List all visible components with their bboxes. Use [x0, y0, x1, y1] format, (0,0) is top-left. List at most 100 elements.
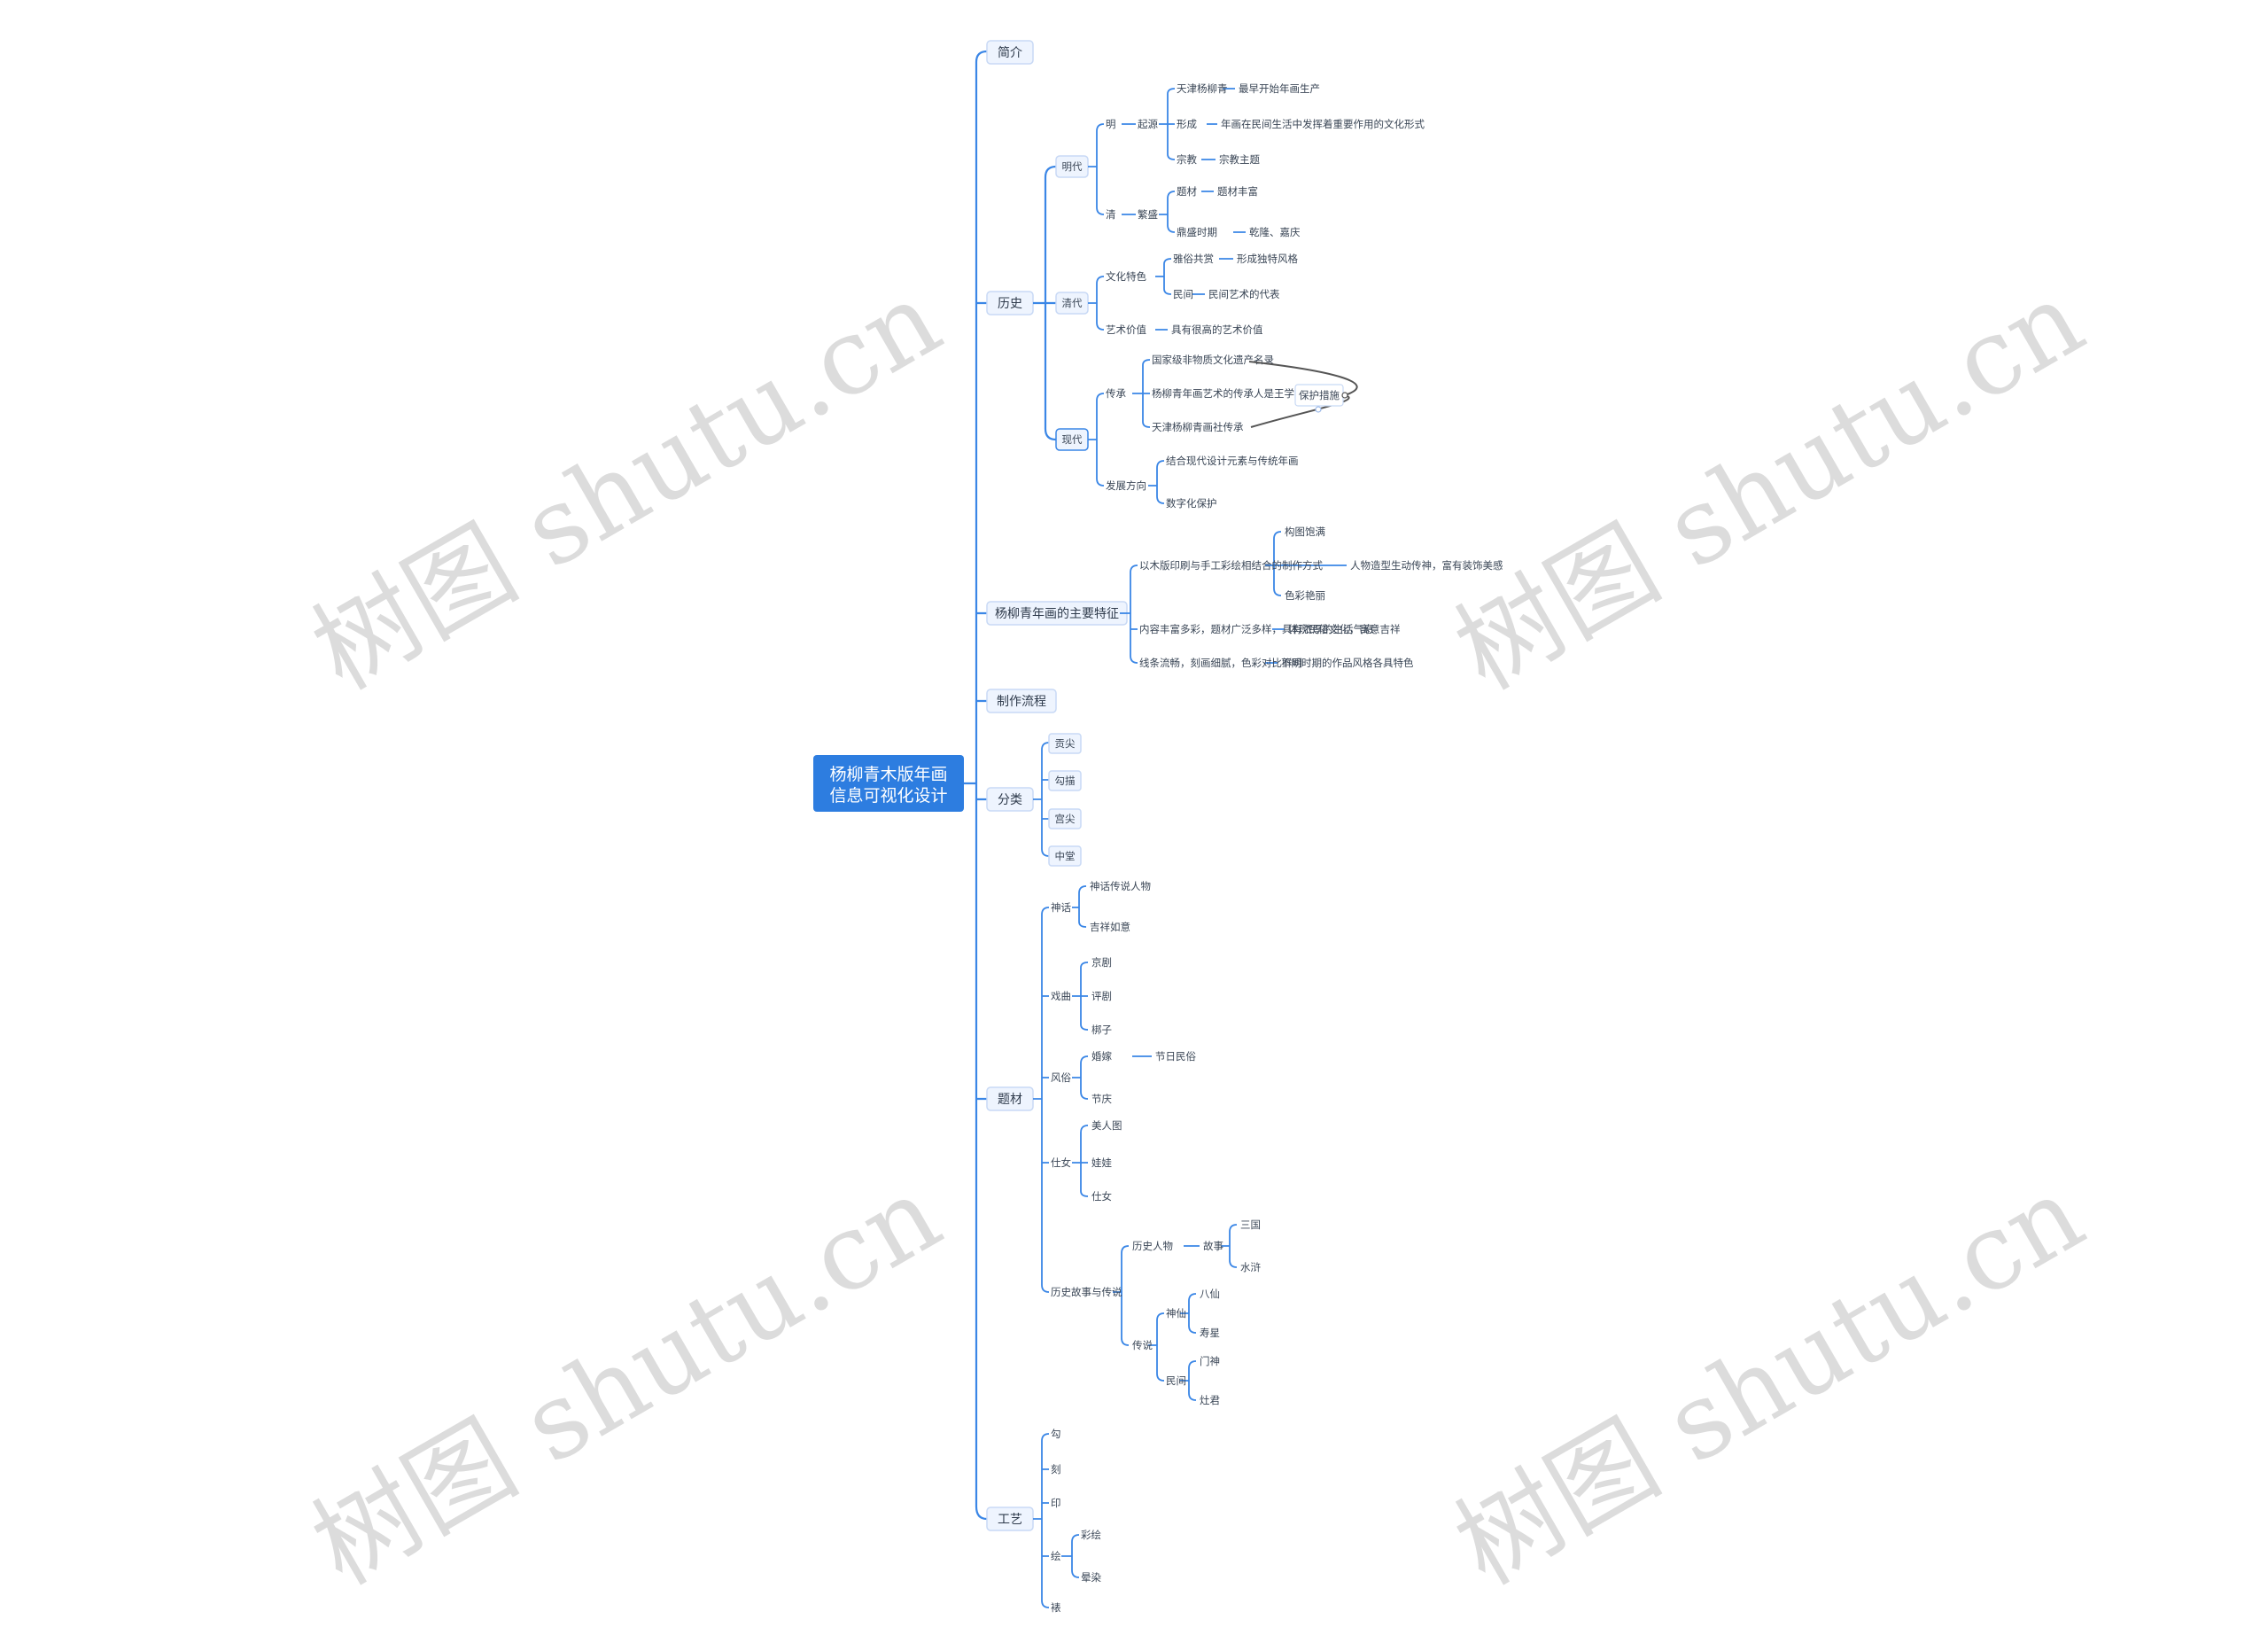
- feature-2b[interactable]: 体现民俗文化，寓意吉祥: [1288, 623, 1401, 635]
- ming-item-b3[interactable]: 宗教主题: [1219, 153, 1260, 166]
- qing-prosper[interactable]: 繁盛: [1138, 208, 1158, 221]
- subject-opera-2[interactable]: 评剧: [1091, 990, 1112, 1002]
- subject-custom-1[interactable]: 婚嫁: [1091, 1050, 1112, 1063]
- branch-history[interactable]: 历史: [986, 291, 1034, 315]
- ming-item-b1[interactable]: 最早开始年画生产: [1239, 82, 1320, 95]
- subject-opera-1[interactable]: 京剧: [1091, 956, 1112, 969]
- subject-history-b2[interactable]: 民间: [1166, 1374, 1186, 1387]
- branch-subject[interactable]: 题材: [986, 1086, 1034, 1111]
- ming-origin[interactable]: 起源: [1138, 118, 1158, 130]
- relation-handle[interactable]: [1341, 392, 1348, 399]
- category-1[interactable]: 贡尖: [1048, 733, 1082, 754]
- svg-text:现代: 现代: [1062, 433, 1083, 446]
- svg-text:宫尖: 宫尖: [1055, 813, 1076, 825]
- svg-text:勾描: 勾描: [1055, 775, 1076, 787]
- modern-inherit-2[interactable]: 杨柳青年画艺术的传承人是王学勤: [1152, 387, 1305, 400]
- svg-text:历史: 历史: [998, 297, 1022, 311]
- feature-3[interactable]: 线条流畅，刻画细腻，色彩对比鲜明: [1139, 657, 1302, 669]
- branch-craft[interactable]: 工艺: [986, 1507, 1034, 1531]
- subject-opera-3[interactable]: 梆子: [1091, 1024, 1112, 1036]
- subject-history-a1[interactable]: 故事: [1203, 1240, 1223, 1252]
- subject-history-b[interactable]: 传说: [1132, 1339, 1153, 1351]
- qing-item-a1[interactable]: 题材: [1177, 185, 1197, 198]
- ming-item-a2[interactable]: 形成: [1177, 118, 1197, 130]
- craft-4b[interactable]: 晕染: [1081, 1571, 1101, 1584]
- subject-lady-2[interactable]: 娃娃: [1091, 1156, 1112, 1169]
- history-period-modern[interactable]: 现代: [1055, 428, 1089, 451]
- craft-4a[interactable]: 彩绘: [1081, 1529, 1101, 1541]
- subject-history-b1[interactable]: 神仙: [1166, 1307, 1186, 1320]
- category-2[interactable]: 勾描: [1048, 770, 1082, 791]
- qing-culture-a2[interactable]: 民间: [1173, 288, 1193, 300]
- branch-intro[interactable]: 简介: [986, 40, 1034, 65]
- modern-inherit-1[interactable]: 国家级非物质文化遗产名录: [1152, 354, 1274, 366]
- feature-1b[interactable]: 色彩艳丽: [1285, 589, 1325, 602]
- qing-culture-a1[interactable]: 雅俗共赏: [1173, 253, 1214, 265]
- subject-lady-1[interactable]: 美人图: [1091, 1119, 1122, 1132]
- craft-connector: [1033, 1433, 1080, 1608]
- ming-item-a1[interactable]: 天津杨柳青: [1177, 82, 1228, 95]
- feature-1c[interactable]: 人物造型生动传神，富有装饰美感: [1350, 559, 1503, 572]
- craft-5[interactable]: 裱: [1051, 1601, 1061, 1614]
- branch-category[interactable]: 分类: [986, 787, 1034, 812]
- subject-custom-extra[interactable]: 节日民俗: [1155, 1050, 1196, 1063]
- modern-inherit-3[interactable]: 天津杨柳青画社传承: [1152, 421, 1244, 433]
- qing-item-b2[interactable]: 乾隆、嘉庆: [1249, 226, 1301, 238]
- ming-node-1[interactable]: 明: [1106, 118, 1116, 130]
- subject-custom-2[interactable]: 节庆: [1091, 1093, 1112, 1105]
- branch-ticks: [976, 301, 987, 1101]
- subject-myth[interactable]: 神话: [1051, 901, 1071, 914]
- branch-process[interactable]: 制作流程: [986, 689, 1057, 713]
- subject-history-b2-1[interactable]: 门神: [1200, 1355, 1220, 1367]
- ming-item-a3[interactable]: 宗教: [1177, 153, 1197, 166]
- modern-develop[interactable]: 发展方向: [1106, 479, 1146, 492]
- qing-culture-b2[interactable]: 民间艺术的代表: [1208, 288, 1280, 300]
- ming-item-b2[interactable]: 年画在民间生活中发挥着重要作用的文化形式: [1221, 118, 1425, 130]
- subject-history-a1-2[interactable]: 水浒: [1240, 1261, 1261, 1273]
- feature-1[interactable]: 以木版印刷与手工彩绘相结合的制作方式: [1139, 559, 1323, 572]
- relation-label[interactable]: 保护措施: [1294, 384, 1344, 407]
- feature-1a[interactable]: 构图饱满: [1285, 526, 1325, 538]
- feature-3b[interactable]: 不同时期的作品风格各具特色: [1281, 657, 1414, 669]
- history-period-qing[interactable]: 清代: [1055, 292, 1089, 315]
- root-node[interactable]: 杨柳青木版年画 信息可视化设计: [813, 755, 964, 812]
- category-3[interactable]: 宫尖: [1048, 808, 1082, 829]
- qing-culture-b1[interactable]: 形成独特风格: [1237, 253, 1298, 265]
- svg-text:工艺: 工艺: [998, 1513, 1022, 1527]
- qing-value-desc[interactable]: 具有很高的艺术价值: [1171, 323, 1263, 336]
- craft-4[interactable]: 绘: [1051, 1550, 1061, 1562]
- subject-custom[interactable]: 风俗: [1051, 1071, 1071, 1084]
- subject-history[interactable]: 历史故事与传说: [1051, 1286, 1122, 1298]
- history-period-ming[interactable]: 明代: [1055, 155, 1089, 178]
- qing-item-b1[interactable]: 题材丰富: [1217, 185, 1258, 198]
- subject-history-b2-2[interactable]: 灶君: [1200, 1394, 1220, 1406]
- subject-lady[interactable]: 仕女: [1051, 1156, 1071, 1169]
- subject-lady-3[interactable]: 仕女: [1091, 1190, 1112, 1203]
- subject-history-b1-2[interactable]: 寿星: [1200, 1327, 1220, 1339]
- subject-history-b1-1[interactable]: 八仙: [1200, 1288, 1220, 1300]
- subject-opera[interactable]: 戏曲: [1051, 990, 1071, 1002]
- subject-myth-2[interactable]: 吉祥如意: [1090, 921, 1130, 933]
- modern-develop-1[interactable]: 结合现代设计元素与传统年画: [1166, 455, 1299, 467]
- qing-value[interactable]: 艺术价值: [1106, 323, 1146, 336]
- category-connector: [1033, 742, 1050, 857]
- qing-item-a2[interactable]: 鼎盛时期: [1177, 226, 1217, 238]
- relation-curve: [1248, 361, 1358, 428]
- modern-inherit[interactable]: 传承: [1106, 387, 1126, 400]
- craft-2[interactable]: 刻: [1051, 1463, 1061, 1475]
- subject-history-a1-1[interactable]: 三国: [1240, 1218, 1261, 1231]
- ming-connector: [1088, 88, 1246, 233]
- subject-history-a[interactable]: 历史人物: [1132, 1240, 1173, 1252]
- relation-handle-2[interactable]: [1315, 406, 1322, 413]
- modern-develop-2[interactable]: 数字化保护: [1166, 497, 1217, 510]
- craft-3[interactable]: 印: [1051, 1497, 1061, 1509]
- qing-node-1[interactable]: 清: [1106, 208, 1116, 221]
- branch-features[interactable]: 杨柳青年画的主要特征: [986, 601, 1128, 626]
- qing-culture[interactable]: 文化特色: [1106, 270, 1146, 283]
- svg-text:清代: 清代: [1062, 297, 1083, 309]
- subject-myth-1[interactable]: 神话传说人物: [1090, 880, 1151, 892]
- feature-2[interactable]: 内容丰富多彩，题材广泛多样，具有浓厚的生活气息: [1139, 623, 1374, 635]
- category-4[interactable]: 中堂: [1048, 845, 1082, 867]
- craft-1[interactable]: 勾: [1051, 1428, 1061, 1440]
